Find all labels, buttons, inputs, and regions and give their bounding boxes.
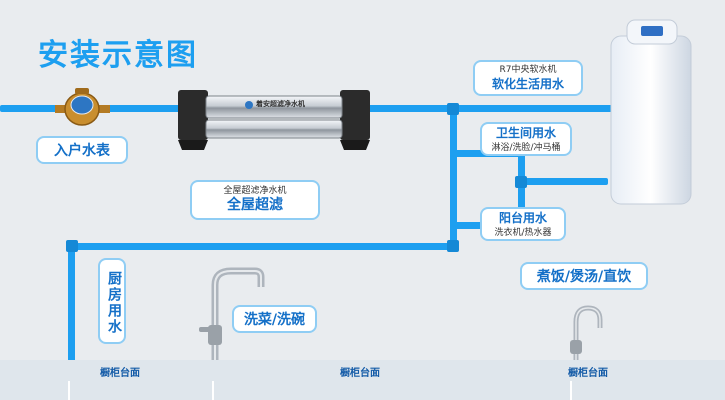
vertical-pipe-softener [518,150,525,230]
washing-bubble: 洗菜/洗碗 [232,305,317,333]
softener-big-label: 软化生活用水 [491,77,564,91]
drinking-faucet-icon [570,305,603,380]
branch-pipe-balcony [455,222,485,229]
return-pipe [68,243,457,250]
softener-bubble: R7中央软水机 软化生活用水 [473,60,583,96]
meter-label: 入户水表 [54,143,110,159]
drinking-bubble: 煮饭/煲汤/直饮 [520,262,648,290]
kitchen-label: 厨房用水 [106,271,122,335]
kitchen-faucet-icon [199,267,265,383]
water-meter-icon [55,88,110,126]
pipe-joint [515,176,527,188]
balcony-big-label: 阳台用水 [498,211,547,225]
bathroom-bubble: 卫生间用水 淋浴/洗脸/冲马桶 [480,122,572,156]
filter-big-label: 全屋超滤 [227,197,283,213]
page-title: 安装示意图 [38,38,198,73]
counter-separator [212,381,214,400]
vertical-pipe-right [450,105,457,250]
filter-small-label: 全屋超滤净水机 [223,186,287,196]
counter-label-1: 橱柜台面 [100,368,140,379]
balcony-bubble: 阳台用水 洗衣机/热水器 [480,207,566,241]
filter-brand-text: 着安超滤净水机 [256,100,305,108]
counter-separator [68,381,70,400]
pipe-joint [66,240,78,252]
water-softener-icon [610,19,692,205]
balcony-small-label: 洗衣机/热水器 [494,228,552,238]
bathroom-small-label: 淋浴/洗脸/冲马桶 [491,143,561,153]
whole-house-filter-icon [178,90,370,150]
vertical-pipe-left [68,243,75,400]
washing-label: 洗菜/洗碗 [243,312,306,328]
kitchen-bubble: 厨房用水 [98,258,126,344]
softener-feed-pipe [518,178,608,185]
countertop-bar [0,360,725,400]
counter-separator [570,381,572,400]
drinking-label: 煮饭/煲汤/直饮 [536,269,632,285]
counter-label-2: 橱柜台面 [340,368,380,379]
bathroom-big-label: 卫生间用水 [495,126,556,140]
pipe-joint [447,240,459,252]
counter-label-3: 橱柜台面 [568,368,608,379]
meter-label-bubble: 入户水表 [36,136,128,164]
softener-small-label: R7中央软水机 [499,65,557,75]
filter-bubble: 全屋超滤净水机 全屋超滤 [190,180,320,220]
branch-pipe-bathroom [455,150,485,157]
pipe-joint [447,103,459,115]
